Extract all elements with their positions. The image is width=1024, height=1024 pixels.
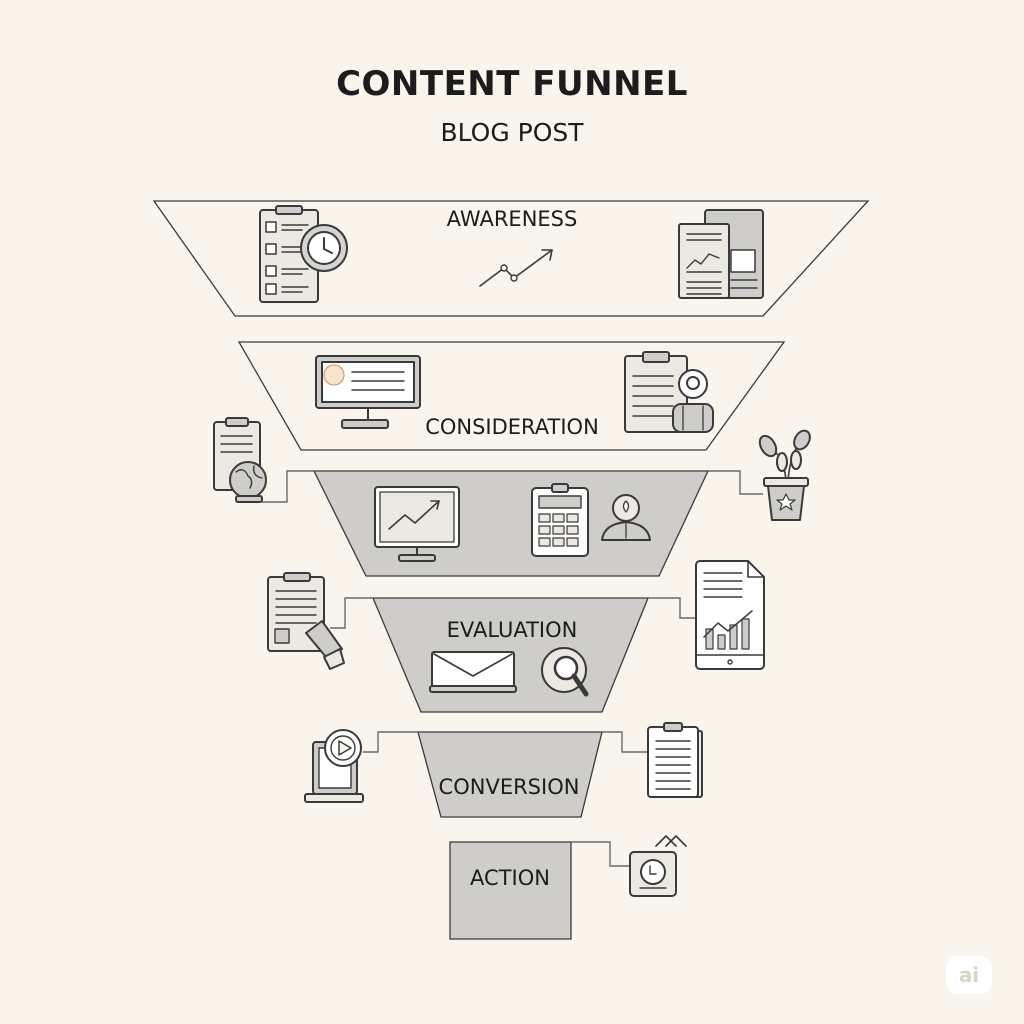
watermark-badge: ai: [946, 956, 992, 994]
connector-line-6: [602, 731, 648, 753]
connector-lines: [262, 470, 763, 867]
plant-pot-icon: [758, 429, 811, 521]
funnel-band-action: [449, 841, 572, 940]
funnel-band-conversion: [417, 731, 603, 818]
report-chart-icon: [678, 209, 764, 299]
funnel-band-stage3: [312, 470, 710, 577]
connector-line-3: [330, 597, 373, 629]
clipboard-megaphone-icon: [267, 572, 345, 670]
clipboard-globe-icon: [213, 417, 267, 503]
stage-label-evaluation: EVALUATION: [446, 618, 578, 642]
profile-card-icon: [629, 835, 687, 897]
laptop-play-icon: [304, 729, 364, 803]
diagram-title: CONTENT FUNNEL: [336, 64, 688, 104]
calculator-icon: [531, 483, 589, 557]
diagram-subtitle: BLOG POST: [440, 118, 584, 147]
stage-label-consideration: CONSIDERATION: [425, 415, 599, 439]
person-idea-icon: [601, 494, 651, 541]
connector-line-1: [262, 470, 314, 503]
trend-line-icon: [479, 249, 553, 287]
monitor-profile-icon: [315, 355, 421, 429]
clipboard-list-icon: [647, 722, 703, 798]
monitor-chart-icon: [374, 486, 460, 562]
stage-label-awareness: AWARENESS: [446, 207, 578, 231]
envelope-icon: [429, 651, 517, 693]
document-person-icon: [624, 351, 714, 433]
magnifier-icon: [541, 647, 589, 697]
checklist-clock-icon: [259, 205, 348, 303]
chart-document-icon: [695, 560, 765, 670]
connector-line-4: [648, 597, 695, 619]
connector-line-7: [571, 841, 632, 867]
stage-label-action: ACTION: [470, 866, 550, 890]
connector-line-2: [708, 470, 763, 495]
connector-line-5: [363, 731, 418, 753]
icons-layer: [213, 205, 811, 897]
funnel-bands: [152, 200, 870, 940]
stage-label-conversion: CONVERSION: [438, 775, 580, 799]
